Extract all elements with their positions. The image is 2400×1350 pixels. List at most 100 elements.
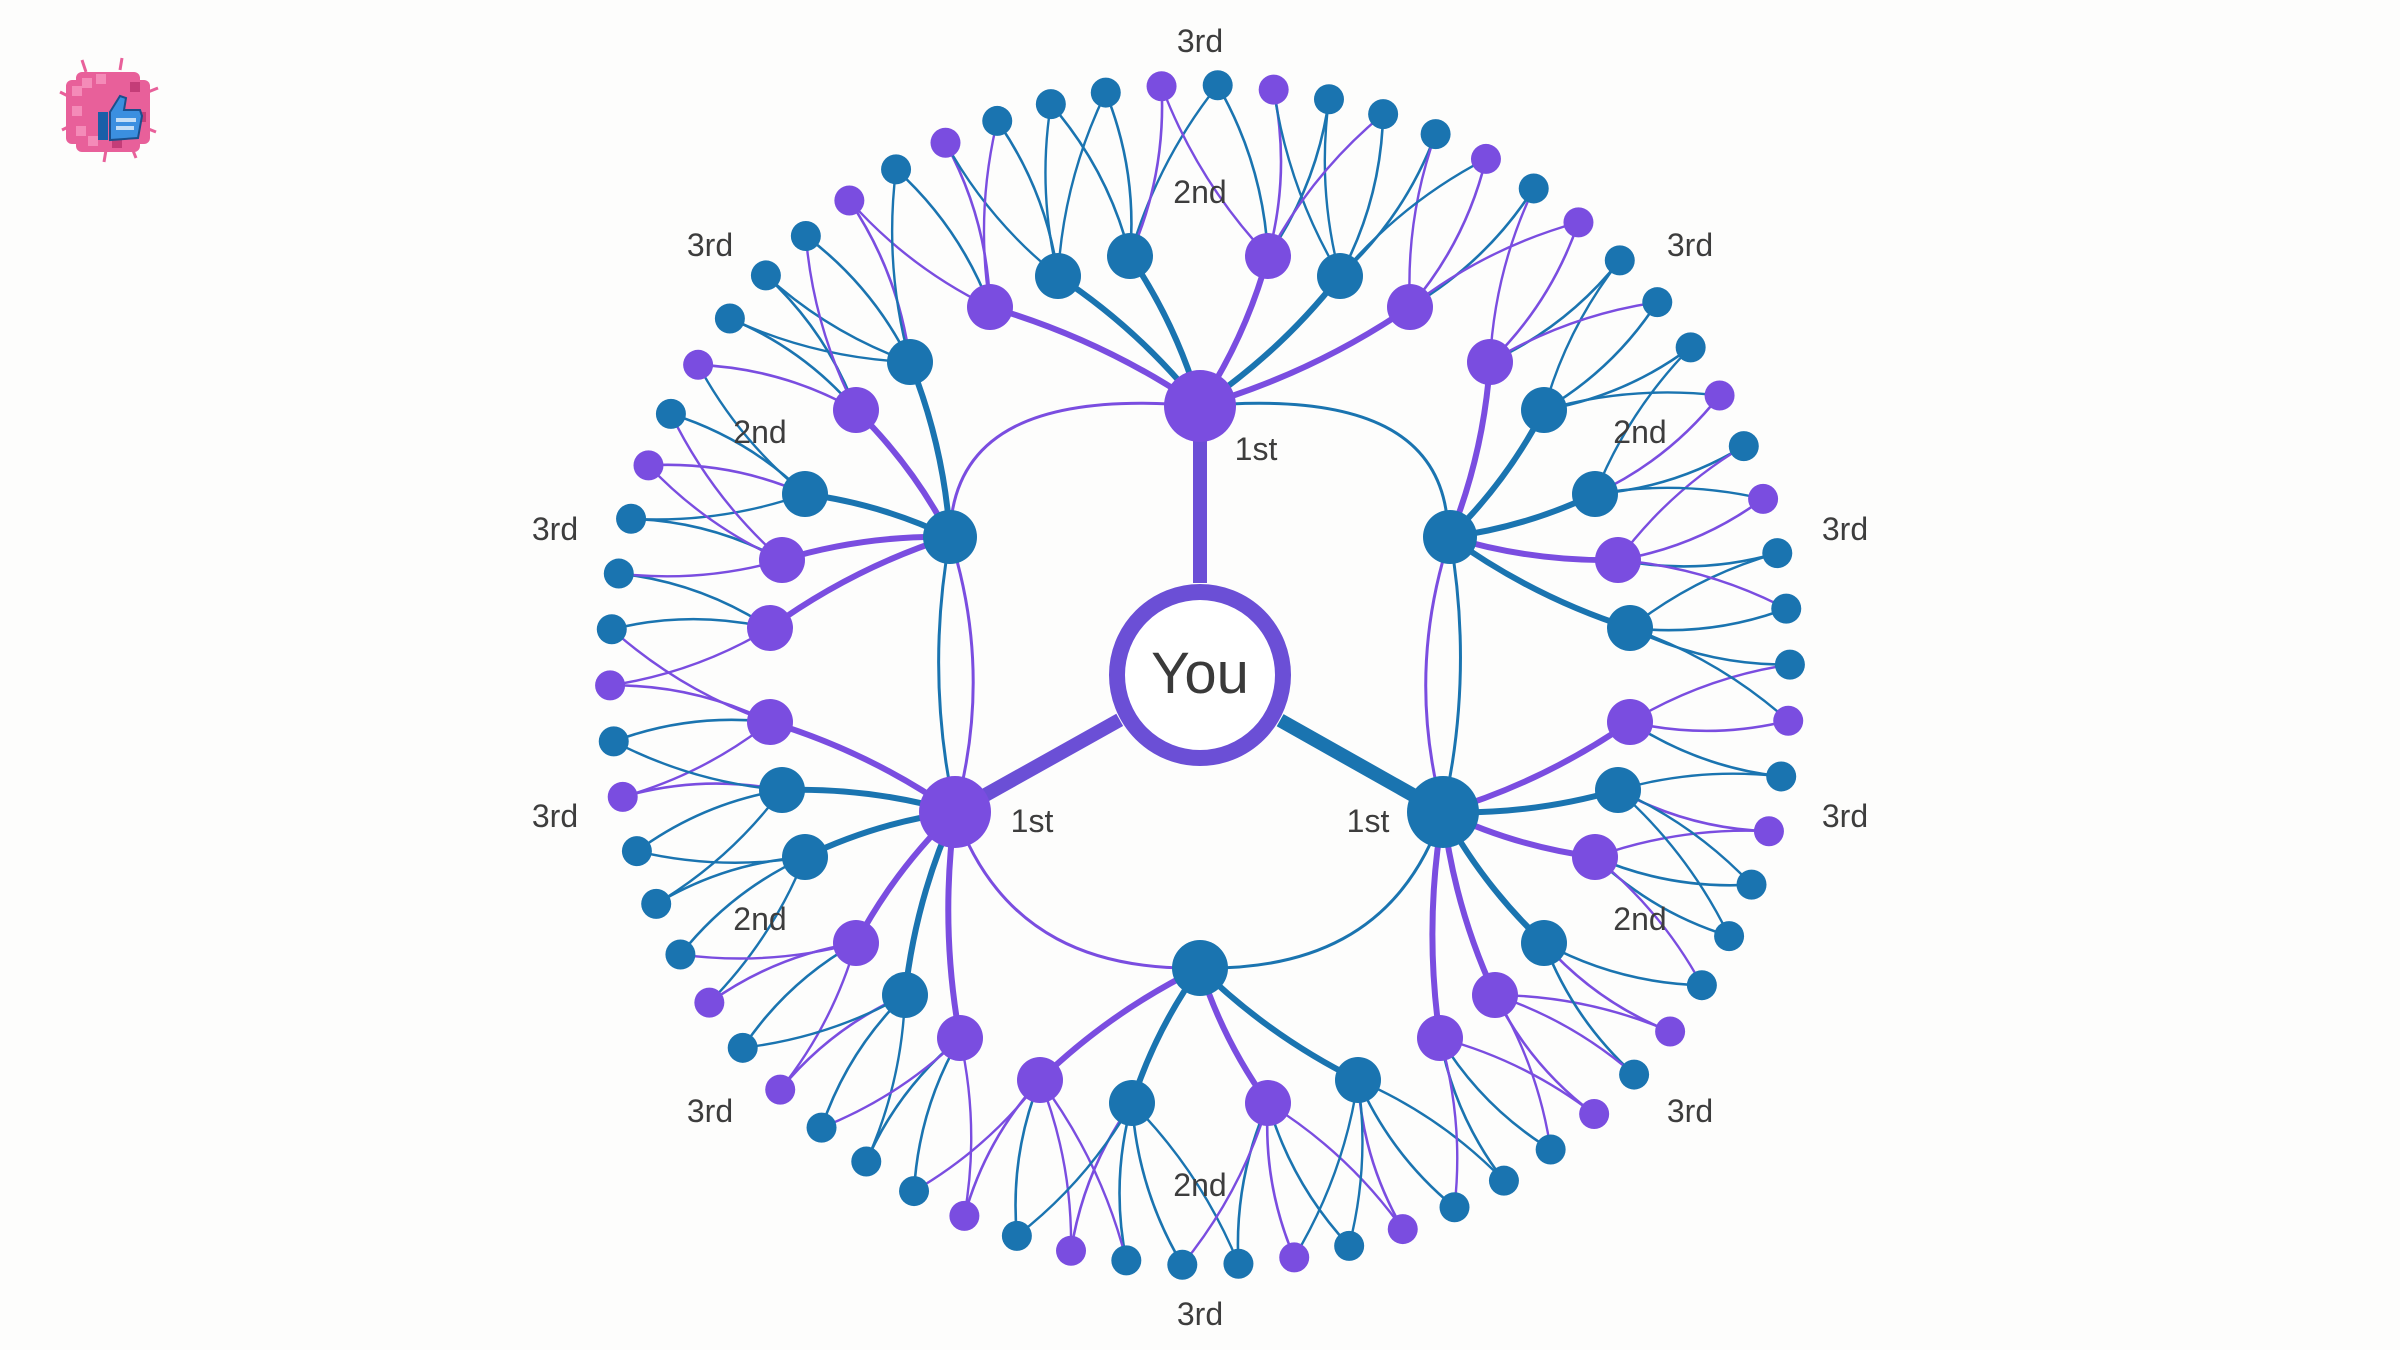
second-degree-node[interactable] <box>759 537 805 583</box>
third-degree-node[interactable] <box>851 1146 882 1177</box>
third-degree-node[interactable] <box>1736 869 1767 900</box>
third-degree-node[interactable] <box>633 450 664 481</box>
third-degree-node[interactable] <box>598 726 629 757</box>
third-degree-node[interactable] <box>1035 89 1066 120</box>
third-degree-node[interactable] <box>1619 1059 1650 1090</box>
third-degree-node[interactable] <box>982 105 1013 136</box>
third-degree-node[interactable] <box>1258 74 1289 105</box>
third-degree-node[interactable] <box>595 670 626 701</box>
third-degree-node[interactable] <box>616 503 647 534</box>
second-degree-node[interactable] <box>1472 972 1518 1018</box>
third-degree-node[interactable] <box>665 939 696 970</box>
third-degree-node[interactable] <box>1090 77 1121 108</box>
first-degree-node[interactable] <box>1164 370 1236 442</box>
third-degree-node[interactable] <box>1111 1245 1142 1276</box>
second-degree-node[interactable] <box>882 972 928 1018</box>
third-degree-node[interactable] <box>930 127 961 158</box>
third-degree-node[interactable] <box>1762 538 1793 569</box>
second-degree-node[interactable] <box>833 920 879 966</box>
third-degree-node[interactable] <box>750 260 781 291</box>
second-degree-node[interactable] <box>759 767 805 813</box>
second-degree-node[interactable] <box>1595 767 1641 813</box>
second-degree-node[interactable] <box>1417 1015 1463 1061</box>
second-degree-node[interactable] <box>1607 605 1653 651</box>
third-degree-node[interactable] <box>1488 1165 1519 1196</box>
third-degree-node[interactable] <box>1001 1220 1032 1251</box>
second-degree-node[interactable] <box>1017 1057 1063 1103</box>
third-degree-node[interactable] <box>1518 173 1549 204</box>
third-degree-node[interactable] <box>1223 1248 1254 1279</box>
third-degree-node[interactable] <box>621 836 652 867</box>
second-degree-junction-node[interactable] <box>1172 940 1228 996</box>
third-degree-node[interactable] <box>1279 1242 1310 1273</box>
second-degree-node[interactable] <box>967 284 1013 330</box>
you-node[interactable]: You <box>1109 584 1291 766</box>
third-degree-node[interactable] <box>881 154 912 185</box>
third-degree-node[interactable] <box>641 888 672 919</box>
second-degree-node[interactable] <box>747 605 793 651</box>
third-degree-node[interactable] <box>806 1112 837 1143</box>
second-degree-node[interactable] <box>1521 920 1567 966</box>
second-degree-node[interactable] <box>1109 1080 1155 1126</box>
third-degree-node[interactable] <box>1470 143 1501 174</box>
third-degree-node[interactable] <box>603 558 634 589</box>
second-degree-node[interactable] <box>782 471 828 517</box>
third-degree-node[interactable] <box>1146 71 1177 102</box>
first-degree-node[interactable] <box>1423 510 1477 564</box>
second-degree-node[interactable] <box>782 834 828 880</box>
second-degree-node[interactable] <box>747 699 793 745</box>
third-degree-node[interactable] <box>1728 431 1759 462</box>
third-degree-node[interactable] <box>1579 1099 1610 1130</box>
third-degree-node[interactable] <box>1642 287 1673 318</box>
second-degree-node[interactable] <box>1572 471 1618 517</box>
third-degree-node[interactable] <box>1704 380 1735 411</box>
third-degree-node[interactable] <box>1420 119 1451 150</box>
second-degree-node[interactable] <box>1317 253 1363 299</box>
second-degree-node[interactable] <box>1245 1080 1291 1126</box>
third-degree-node[interactable] <box>765 1074 796 1105</box>
third-degree-node[interactable] <box>899 1176 930 1207</box>
third-degree-node[interactable] <box>694 987 725 1018</box>
first-degree-node[interactable] <box>919 776 991 848</box>
third-degree-node[interactable] <box>1535 1134 1566 1165</box>
third-degree-node[interactable] <box>790 220 821 251</box>
third-degree-node[interactable] <box>1675 332 1706 363</box>
third-degree-node[interactable] <box>1202 70 1233 101</box>
second-degree-node[interactable] <box>1607 699 1653 745</box>
third-degree-node[interactable] <box>1056 1235 1087 1266</box>
third-degree-node[interactable] <box>1774 649 1805 680</box>
third-degree-node[interactable] <box>714 303 745 334</box>
second-degree-node[interactable] <box>1107 233 1153 279</box>
second-degree-node[interactable] <box>1387 284 1433 330</box>
third-degree-node[interactable] <box>1368 99 1399 130</box>
third-degree-node[interactable] <box>1313 84 1344 115</box>
third-degree-node[interactable] <box>1714 921 1745 952</box>
second-degree-node[interactable] <box>1335 1057 1381 1103</box>
third-degree-node[interactable] <box>834 185 865 216</box>
second-degree-node[interactable] <box>1467 339 1513 385</box>
second-degree-node[interactable] <box>1521 387 1567 433</box>
third-degree-node[interactable] <box>1753 816 1784 847</box>
third-degree-node[interactable] <box>655 398 686 429</box>
third-degree-node[interactable] <box>1604 245 1635 276</box>
second-degree-node[interactable] <box>887 339 933 385</box>
third-degree-node[interactable] <box>1686 970 1717 1001</box>
third-degree-node[interactable] <box>1771 593 1802 624</box>
second-degree-node[interactable] <box>833 387 879 433</box>
second-degree-node[interactable] <box>1035 253 1081 299</box>
third-degree-node[interactable] <box>596 614 627 645</box>
third-degree-node[interactable] <box>1439 1192 1470 1223</box>
third-degree-node[interactable] <box>683 349 714 380</box>
second-degree-node[interactable] <box>937 1015 983 1061</box>
third-degree-node[interactable] <box>1334 1230 1365 1261</box>
third-degree-node[interactable] <box>949 1200 980 1231</box>
first-degree-node[interactable] <box>1407 776 1479 848</box>
third-degree-node[interactable] <box>727 1032 758 1063</box>
second-degree-node[interactable] <box>1572 834 1618 880</box>
second-degree-node[interactable] <box>1595 537 1641 583</box>
third-degree-node[interactable] <box>1748 483 1779 514</box>
third-degree-node[interactable] <box>1766 761 1797 792</box>
first-degree-node[interactable] <box>923 510 977 564</box>
third-degree-node[interactable] <box>1563 207 1594 238</box>
third-degree-node[interactable] <box>1387 1214 1418 1245</box>
